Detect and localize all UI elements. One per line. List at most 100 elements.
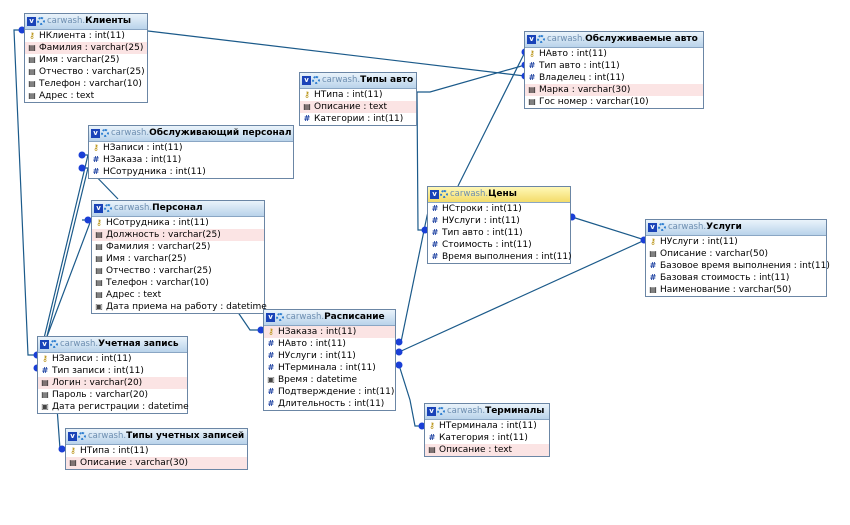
- gear-icon[interactable]: [276, 313, 284, 321]
- column-row[interactable]: ⚷НУслуги : int(11): [646, 236, 826, 248]
- column-row[interactable]: #НСотрудника : int(11): [89, 166, 293, 178]
- column-row[interactable]: #НАвто : int(11): [264, 338, 395, 350]
- column-row[interactable]: ⚷НТипа : int(11): [66, 445, 247, 457]
- column-row[interactable]: #Тип записи : int(11): [38, 365, 187, 377]
- collapse-toggle-icon[interactable]: v: [430, 190, 439, 199]
- relationship-connector-icon: [257, 326, 265, 334]
- column-row[interactable]: ⚷НТипа : int(11): [300, 89, 416, 101]
- gear-icon[interactable]: [104, 204, 112, 212]
- collapse-toggle-icon[interactable]: v: [427, 407, 436, 416]
- collapse-toggle-icon[interactable]: v: [266, 313, 275, 322]
- column-row[interactable]: ▤Гос номер : varchar(10): [525, 96, 703, 108]
- column-row[interactable]: #Базовое время выполнения : int(11): [646, 260, 830, 272]
- column-row[interactable]: #Стоимость : int(11): [428, 239, 570, 251]
- collapse-toggle-icon[interactable]: v: [94, 204, 103, 213]
- collapse-toggle-icon[interactable]: v: [527, 35, 536, 44]
- collapse-toggle-icon[interactable]: v: [302, 76, 311, 85]
- column-row[interactable]: ▤Марка : varchar(30): [525, 84, 703, 96]
- column-row[interactable]: ▤Логин : varchar(20): [38, 377, 187, 389]
- column-row[interactable]: #НУслуги : int(11): [428, 215, 570, 227]
- column-row[interactable]: ▤Адрес : text: [25, 90, 147, 102]
- column-row[interactable]: ▣Время : datetime: [264, 374, 395, 386]
- gear-icon[interactable]: [440, 190, 448, 198]
- column-row[interactable]: #Тип авто : int(11): [525, 60, 703, 72]
- collapse-toggle-icon[interactable]: v: [27, 17, 36, 26]
- column-row[interactable]: ▤Должность : varchar(25): [92, 229, 264, 241]
- column-row[interactable]: ▤Имя : varchar(25): [25, 54, 147, 66]
- column-row[interactable]: ⚷НСотрудника : int(11): [92, 217, 264, 229]
- column-row[interactable]: ▤Описание : varchar(50): [646, 248, 826, 260]
- column-row[interactable]: ▤Адрес : text: [92, 289, 264, 301]
- column-row[interactable]: #Категории : int(11): [300, 113, 416, 125]
- column-row[interactable]: #Категория : int(11): [425, 432, 549, 444]
- column-row[interactable]: ⚷НТерминала : int(11): [425, 420, 549, 432]
- collapse-toggle-icon[interactable]: v: [91, 129, 100, 138]
- column-row[interactable]: ▤Телефон : varchar(10): [92, 277, 264, 289]
- column-row[interactable]: ▤Телефон : varchar(10): [25, 78, 147, 90]
- gear-icon[interactable]: [658, 223, 666, 231]
- column-row[interactable]: #Базовая стоимость : int(11): [646, 272, 826, 284]
- gear-icon[interactable]: [78, 432, 86, 440]
- gear-icon[interactable]: [312, 76, 320, 84]
- column-row[interactable]: ▤Наименование : varchar(50): [646, 284, 826, 296]
- column-row[interactable]: ▤Фамилия : varchar(25): [92, 241, 264, 253]
- column-row[interactable]: #НТерминала : int(11): [264, 362, 395, 374]
- column-row[interactable]: #Подтверждение : int(11): [264, 386, 395, 398]
- column-row[interactable]: ▤Описание : varchar(30): [66, 457, 247, 469]
- collapse-toggle-icon[interactable]: v: [648, 223, 657, 232]
- column-row[interactable]: ▤Имя : varchar(25): [92, 253, 264, 265]
- gear-icon[interactable]: [537, 35, 545, 43]
- column-label: НКлиента : int(11): [39, 31, 125, 41]
- gear-icon[interactable]: [101, 129, 109, 137]
- column-row[interactable]: ▤Пароль : varchar(20): [38, 389, 187, 401]
- column-row[interactable]: #НУслуги : int(11): [264, 350, 395, 362]
- collapse-toggle-icon[interactable]: v: [40, 340, 49, 349]
- column-row[interactable]: ⚷НЗаписи : int(11): [89, 142, 293, 154]
- column-row[interactable]: ▤Отчество : varchar(25): [25, 66, 147, 78]
- gear-icon[interactable]: [37, 17, 45, 25]
- column-row[interactable]: ⚷НКлиента : int(11): [25, 30, 147, 42]
- column-row[interactable]: #Владелец : int(11): [525, 72, 703, 84]
- column-row[interactable]: ▤Описание : text: [425, 444, 549, 456]
- gear-icon[interactable]: [437, 407, 445, 415]
- column-row[interactable]: #Длительность : int(11): [264, 398, 395, 410]
- collapse-toggle-icon[interactable]: v: [68, 432, 77, 441]
- column-row[interactable]: ⚷НЗаписи : int(11): [38, 353, 187, 365]
- column-row[interactable]: #Время выполнения : int(11): [428, 251, 572, 263]
- column-row[interactable]: ⚷НЗаказа : int(11): [264, 326, 395, 338]
- column-row[interactable]: ▤Фамилия : varchar(25): [25, 42, 147, 54]
- column-row[interactable]: ⚷НАвто : int(11): [525, 48, 703, 60]
- column-row[interactable]: #НЗаказа : int(11): [89, 154, 293, 166]
- relationship-connector-icon: [395, 361, 403, 369]
- column-row[interactable]: #Тип авто : int(11): [428, 227, 570, 239]
- column-row[interactable]: ▤Отчество : varchar(25): [92, 265, 264, 277]
- column-row[interactable]: ▤Описание : text: [300, 101, 416, 113]
- primary-key-icon: ⚷: [650, 237, 656, 246]
- column-row[interactable]: ▣Дата регистрации : datetime: [38, 401, 188, 413]
- column-row[interactable]: ▣Дата приема на работу : datetime: [92, 301, 267, 313]
- column-row[interactable]: #НСтроки : int(11): [428, 203, 570, 215]
- gear-icon[interactable]: [50, 340, 58, 348]
